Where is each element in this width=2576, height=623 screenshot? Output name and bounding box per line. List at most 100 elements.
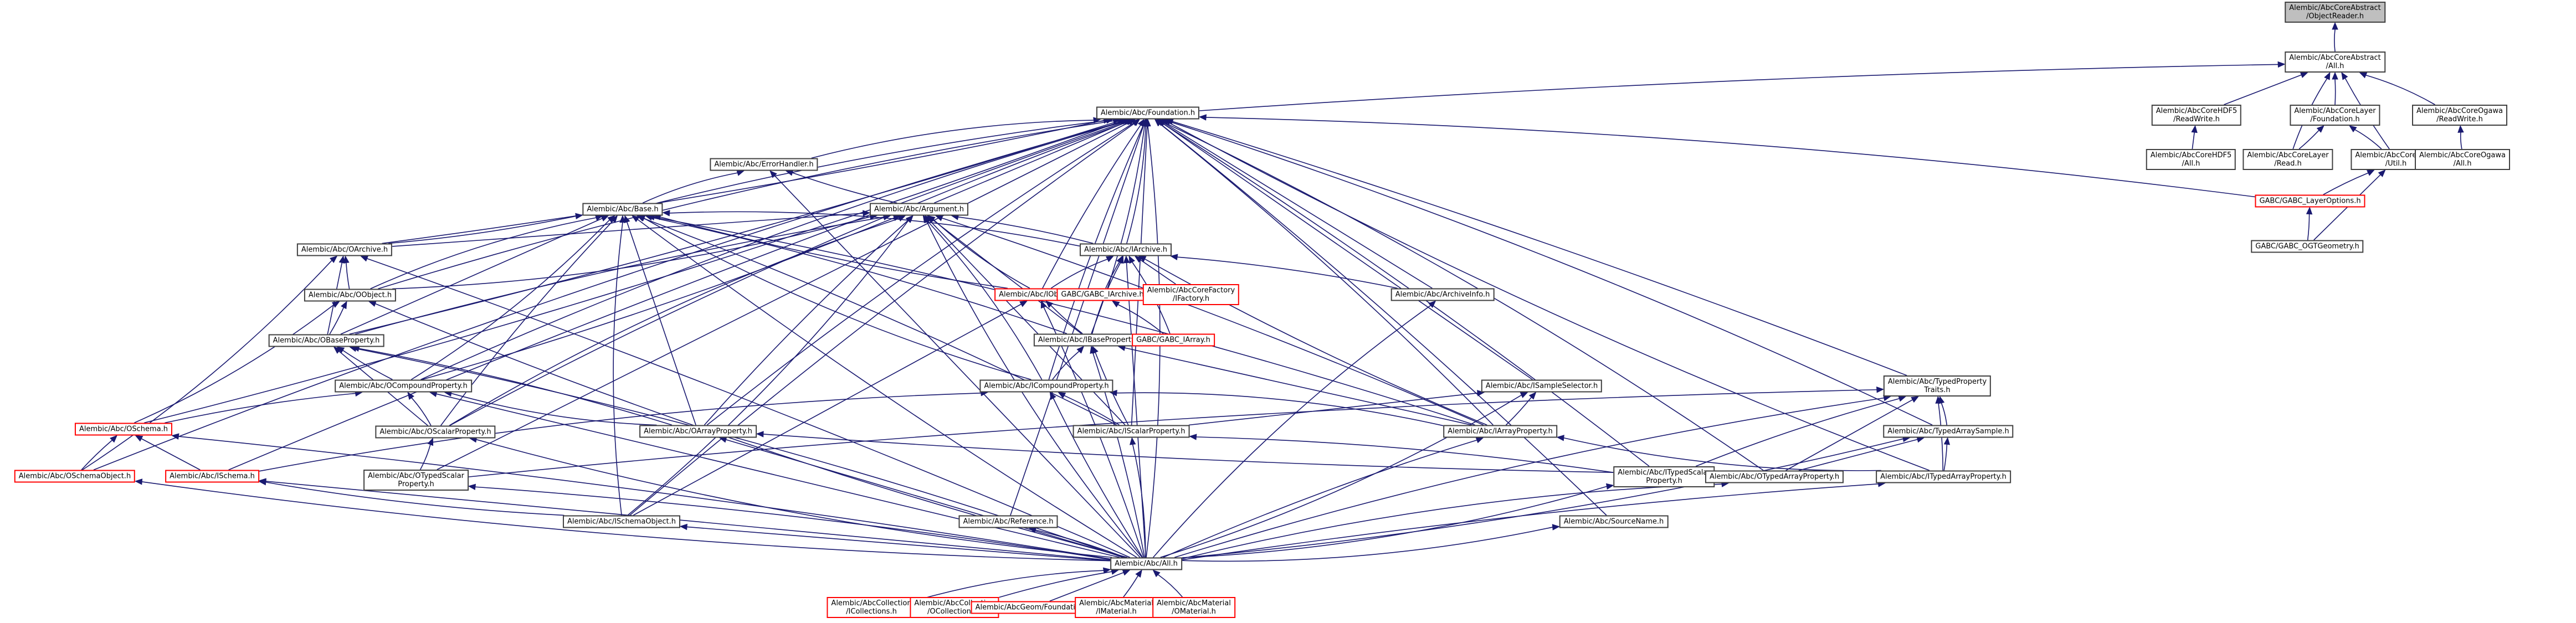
- node-gabc-iarchive[interactable]: GABC/GABC_IArchive.h: [1056, 288, 1148, 301]
- arrowhead-icon: [1076, 346, 1085, 354]
- edge-reference-to-abc-foundation: [1010, 125, 1144, 516]
- node-layer-read[interactable]: Alembic/AbcCoreLayer /Read.h: [2243, 149, 2333, 170]
- arrowhead-icon: [1943, 437, 1951, 445]
- node-oarchive[interactable]: Alembic/Abc/OArchive.h: [296, 243, 393, 256]
- edge-oschema-to-abc-foundation: [144, 121, 1121, 424]
- edge-layer-foundation-to-core-abstract-all: [2334, 79, 2336, 105]
- node-icompound-property[interactable]: Alembic/Abc/ICompoundProperty.h: [979, 379, 1113, 393]
- edge-oschema-to-ocompound-property: [165, 393, 356, 424]
- edge-obase-property-to-base: [340, 218, 603, 335]
- edge-source-name-to-abc-foundation: [1159, 123, 1607, 516]
- edge-iscalar-property-to-isample-selector: [1188, 393, 1478, 426]
- edge-base-to-error-handler: [642, 172, 738, 204]
- node-iarray-property[interactable]: Alembic/Abc/IArrayProperty.h: [1443, 425, 1557, 438]
- arrowhead-icon: [897, 215, 906, 222]
- node-typed-property-traits[interactable]: Alembic/Abc/TypedProperty Traits.h: [1883, 375, 1992, 397]
- node-iarchive[interactable]: Alembic/Abc/IArchive.h: [1079, 243, 1172, 256]
- edge-otyped-scalar-property-to-oscalar-property: [419, 444, 431, 470]
- edge-argument-to-error-handler: [792, 172, 897, 204]
- node-ityped-scalar-property[interactable]: Alembic/Abc/ITypedScalar Property.h: [1613, 466, 1715, 487]
- node-omaterial[interactable]: Alembic/AbcMaterial /OMaterial.h: [1152, 597, 1235, 618]
- node-ityped-array-property[interactable]: Alembic/Abc/ITypedArrayProperty.h: [1876, 470, 2011, 483]
- node-hdf5-readwrite[interactable]: Alembic/AbcCoreHDF5 /ReadWrite.h: [2151, 105, 2242, 126]
- node-oarray-property[interactable]: Alembic/Abc/OArrayProperty.h: [639, 425, 757, 438]
- arrowhead-icon: [343, 255, 350, 264]
- edge-abc-all-to-base: [637, 219, 1137, 558]
- node-oschema-object[interactable]: Alembic/Abc/OSchemaObject.h: [14, 470, 136, 483]
- node-oobject[interactable]: Alembic/Abc/OObject.h: [304, 289, 397, 302]
- node-core-abstract-all[interactable]: Alembic/AbcCoreAbstract /All.h: [2285, 52, 2385, 73]
- edge-abc-all-to-ityped-scalar-property: [1182, 486, 1607, 558]
- edge-base-to-abc-foundation: [657, 120, 1107, 204]
- edge-error-handler-to-abc-foundation: [811, 120, 1094, 159]
- node-imaterial[interactable]: Alembic/AbcMaterial /IMaterial.h: [1075, 597, 1158, 618]
- edge-obase-property-to-oobject: [329, 307, 345, 334]
- node-abc-foundation[interactable]: Alembic/Abc/Foundation.h: [1096, 106, 1200, 120]
- arrowhead-icon: [1898, 395, 1907, 402]
- edge-typed-array-sample-to-typed-property-traits: [1941, 403, 1947, 425]
- edge-obase-property-to-argument: [355, 217, 884, 335]
- node-ogawa-all[interactable]: Alembic/AbcCoreOgawa /All.h: [2415, 149, 2510, 170]
- node-typed-array-sample[interactable]: Alembic/Abc/TypedArraySample.h: [1883, 425, 2014, 438]
- node-source-name[interactable]: Alembic/Abc/SourceName.h: [1559, 515, 1669, 528]
- node-iscalar-property[interactable]: Alembic/Abc/IScalarProperty.h: [1073, 425, 1190, 438]
- arrowhead-icon: [769, 170, 777, 178]
- arrowhead-icon: [1135, 569, 1142, 578]
- node-ischema-object[interactable]: Alembic/Abc/ISchemaObject.h: [562, 515, 681, 528]
- node-obase-property[interactable]: Alembic/Abc/OBaseProperty.h: [268, 334, 384, 347]
- edge-abc-all-to-reference: [1035, 529, 1126, 558]
- node-ogawa-readwrite[interactable]: Alembic/AbcCoreOgawa /ReadWrite.h: [2412, 105, 2507, 126]
- node-ibase-property[interactable]: Alembic/Abc/IBaseProperty.h: [1033, 333, 1146, 347]
- edge-iarray-property-to-abc-foundation: [1159, 123, 1494, 426]
- arrowhead-icon: [1045, 300, 1054, 308]
- arrowhead-icon: [427, 437, 434, 446]
- edge-icompound-property-to-argument: [927, 220, 1043, 380]
- node-ocompound-property[interactable]: Alembic/Abc/OCompoundProperty.h: [335, 379, 472, 393]
- edge-oarray-property-to-argument: [704, 220, 909, 426]
- arrowhead-icon: [258, 478, 266, 485]
- arrowhead-icon: [1090, 346, 1096, 354]
- node-abc-all[interactable]: Alembic/Abc/All.h: [1110, 557, 1182, 570]
- node-layer-foundation[interactable]: Alembic/AbcCoreLayer /Foundation.h: [2290, 105, 2380, 126]
- arrowhead-icon: [1127, 119, 1136, 126]
- node-archive-info[interactable]: Alembic/Abc/ArchiveInfo.h: [1390, 288, 1495, 301]
- node-otyped-scalar-property[interactable]: Alembic/Abc/OTypedScalar Property.h: [363, 470, 469, 491]
- node-hdf5-all[interactable]: Alembic/AbcCoreHDF5 /All.h: [2146, 149, 2236, 170]
- node-gabc-iarray[interactable]: GABC/GABC_IArray.h: [1132, 333, 1215, 347]
- edge-abc-all-to-typed-array-sample: [1182, 438, 1903, 559]
- node-otyped-array-property[interactable]: Alembic/Abc/OTypedArrayProperty.h: [1705, 470, 1844, 483]
- arrowhead-icon: [368, 301, 377, 307]
- arrowhead-icon: [1105, 255, 1114, 262]
- node-reference[interactable]: Alembic/Abc/Reference.h: [958, 515, 1058, 528]
- node-gabc-ogtgeometry[interactable]: GABC/GABC_OGTGeometry.h: [2251, 240, 2364, 253]
- edge-icompound-property-to-ibase-property: [1052, 351, 1080, 380]
- edge-ityped-array-property-to-typed-array-sample: [1943, 444, 1948, 471]
- node-base[interactable]: Alembic/Abc/Base.h: [582, 203, 663, 216]
- edge-iarray-property-to-argument: [942, 218, 1484, 426]
- arrowhead-icon: [110, 435, 118, 443]
- node-oschema[interactable]: Alembic/Abc/OSchema.h: [74, 423, 173, 436]
- node-gabc-layeroptions[interactable]: GABC/GABC_LayerOptions.h: [2255, 194, 2365, 208]
- edge-abc-all-to-isample-selector: [1160, 394, 1522, 558]
- node-isample-selector[interactable]: Alembic/Abc/ISampleSelector.h: [1481, 379, 1603, 393]
- arrowhead-icon: [2349, 125, 2357, 133]
- arrowhead-icon: [1040, 300, 1047, 309]
- arrowhead-icon: [1189, 434, 1197, 440]
- arrowhead-icon: [2359, 72, 2368, 79]
- edge-gabc-layeroptions-to-layer-util: [2323, 172, 2369, 195]
- arrowhead-icon: [1161, 119, 1169, 125]
- node-oscalar-property[interactable]: Alembic/Abc/OScalarProperty.h: [375, 425, 496, 439]
- node-error-handler[interactable]: Alembic/Abc/ErrorHandler.h: [710, 158, 818, 171]
- edge-oarray-property-to-base: [626, 222, 696, 425]
- arrowhead-icon: [331, 301, 340, 308]
- node-argument[interactable]: Alembic/Abc/Argument.h: [869, 203, 969, 216]
- arrowhead-icon: [135, 435, 143, 442]
- edge-ityped-scalar-property-to-iscalar-property: [1196, 436, 1614, 473]
- node-ifactory[interactable]: Alembic/AbcCoreFactory /IFactory.h: [1142, 284, 1240, 305]
- edge-ischema-object-to-abc-foundation: [629, 123, 1135, 516]
- edge-ibase-property-to-argument: [932, 219, 1082, 334]
- edge-oobject-to-argument: [392, 216, 871, 290]
- node-icollections[interactable]: Alembic/AbcCollection /ICollections.h: [827, 597, 916, 618]
- node-ischema[interactable]: Alembic/Abc/ISchema.h: [165, 470, 259, 483]
- edge-layer-util-to-layer-foundation: [2354, 129, 2382, 150]
